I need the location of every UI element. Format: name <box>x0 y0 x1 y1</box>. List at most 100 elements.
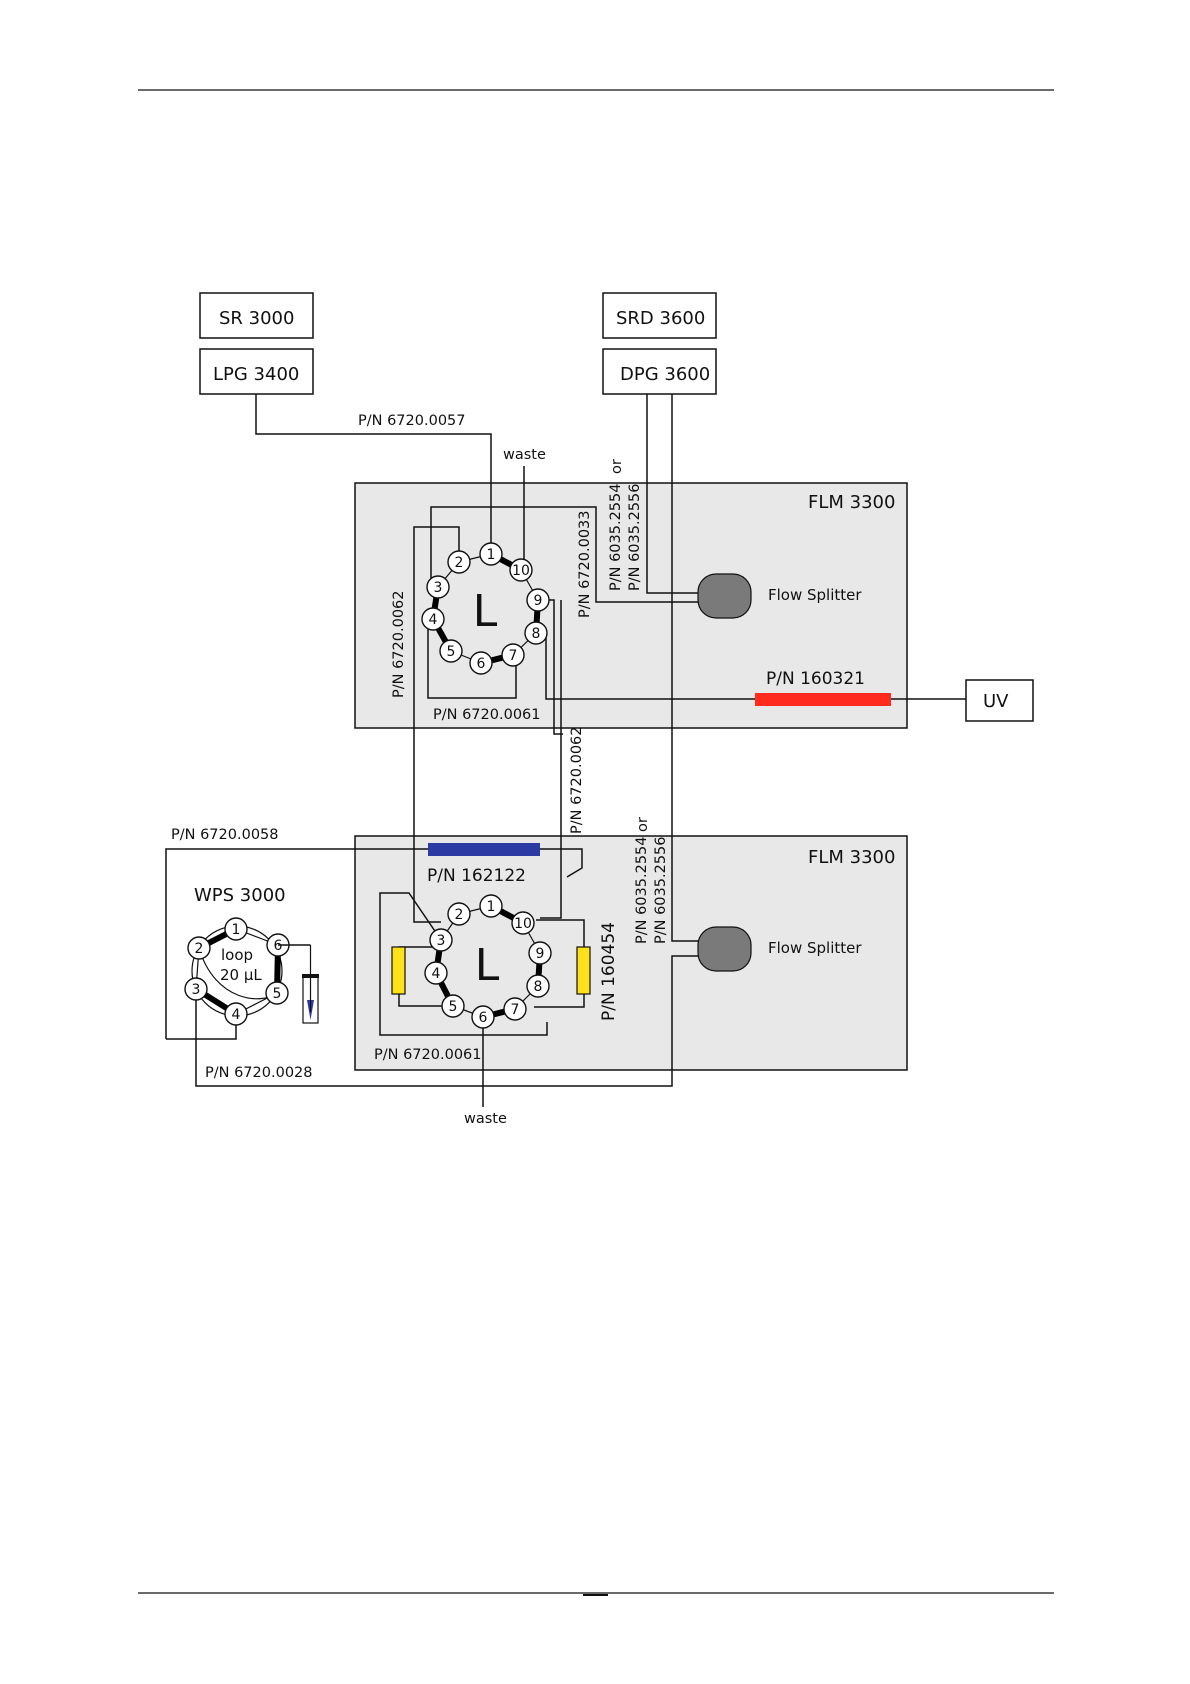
sr-label: SR 3000 <box>219 308 294 329</box>
valve-port: 9 <box>526 588 550 612</box>
uv-box <box>965 679 1034 722</box>
valve-port: 8 <box>526 974 550 998</box>
tube-frame-left <box>379 892 548 1036</box>
svg-text:5: 5 <box>447 644 456 660</box>
valve-bottom: L 123 4 5 6 78 910 <box>424 894 552 1029</box>
tube-dpg-to-splitter-top <box>646 394 698 594</box>
svg-text:6: 6 <box>477 656 486 672</box>
svg-text:9: 9 <box>534 593 543 609</box>
valve-port: 1 <box>479 542 503 566</box>
dpg-box <box>602 348 717 395</box>
valve-port: 5 <box>439 639 463 663</box>
tube-0062-mid <box>540 600 562 919</box>
svg-text:2: 2 <box>195 941 204 957</box>
valve-port: 7 <box>503 997 527 1021</box>
valve-port: 2 <box>187 936 211 960</box>
valve-port: 1 <box>479 894 503 918</box>
label-pn-0057: P/N 6720.0057 <box>358 413 466 429</box>
label-pn-0062-top: P/N 6720.0062 <box>391 591 407 699</box>
uv-label: UV <box>983 691 1009 712</box>
label-pn-0062-mid: P/N 6720.0062 <box>569 727 585 835</box>
valve-port: 3 <box>184 977 208 1001</box>
tube-dpg-to-splitter-bottom <box>671 394 698 942</box>
label-or-top: or <box>609 459 625 474</box>
valve-port: 7 <box>501 643 525 667</box>
valve-port: 10 <box>511 911 535 935</box>
svg-text:10: 10 <box>514 916 532 932</box>
label-pn-0033: P/N 6720.0033 <box>577 511 593 619</box>
valve-port: 5 <box>265 981 289 1005</box>
svg-text:7: 7 <box>509 648 518 664</box>
wps-title: WPS 3000 <box>194 885 286 906</box>
tube-port3-left <box>392 892 442 941</box>
label-pn-0061-bottom: P/N 6720.0061 <box>374 1047 482 1063</box>
tube-0062-top <box>413 526 460 923</box>
label-pn-0028: P/N 6720.0028 <box>205 1065 313 1081</box>
heater-160321 <box>755 693 891 706</box>
label-pn-160321: P/N 160321 <box>766 669 865 689</box>
label-pn-2556-top: P/N 6035.2556 <box>627 484 643 592</box>
svg-text:6: 6 <box>479 1010 488 1026</box>
flow-splitter-top-label: Flow Splitter <box>768 586 862 604</box>
label-pn-0058: P/N 6720.0058 <box>171 827 279 843</box>
svg-text:10: 10 <box>512 563 530 579</box>
tube-lpg-to-valve <box>255 394 492 550</box>
loop-volume: 20 µL <box>220 966 262 984</box>
sr-box <box>199 292 314 339</box>
label-or-bottom: or <box>635 817 651 832</box>
svg-text:3: 3 <box>437 933 446 949</box>
flm-bottom-panel <box>354 835 908 1071</box>
valve-port: 10 <box>509 558 533 582</box>
tube-0058 <box>165 848 583 1039</box>
tube-0028 <box>195 955 698 1087</box>
svg-text:5: 5 <box>273 986 282 1002</box>
valve-port: 8 <box>524 621 548 645</box>
svg-text:1: 1 <box>487 547 496 563</box>
valve-port: 6 <box>471 1005 495 1029</box>
svg-text:4: 4 <box>432 966 441 982</box>
label-pn-2554-bottom: P/N 6035.2554 <box>634 837 650 945</box>
svg-text:6: 6 <box>274 938 283 954</box>
valve-port: 4 <box>424 961 448 985</box>
label-waste-top: waste <box>503 447 546 463</box>
valve-port: 2 <box>447 550 471 574</box>
valve-port: 9 <box>528 941 552 965</box>
svg-text:5: 5 <box>449 999 458 1015</box>
valve-position-letter: L <box>473 586 498 637</box>
valve-port: 4 <box>224 1002 248 1026</box>
column-left <box>391 946 406 995</box>
label-pn-2556-bottom: P/N 6035.2556 <box>653 837 669 945</box>
label-pn-162122: P/N 162122 <box>427 866 526 886</box>
sample-vial <box>278 944 319 1024</box>
valve-port: 2 <box>447 902 471 926</box>
dpg-label: DPG 3600 <box>620 364 710 385</box>
valve-port: 5 <box>441 994 465 1018</box>
valve-position-letter: L <box>475 940 500 991</box>
svg-text:8: 8 <box>534 979 543 995</box>
label-pn-0061-top: P/N 6720.0061 <box>433 707 541 723</box>
svg-text:4: 4 <box>232 1007 241 1023</box>
svg-text:8: 8 <box>532 626 541 642</box>
flm-top-title: FLM 3300 <box>808 492 895 513</box>
svg-text:9: 9 <box>536 946 545 962</box>
valve-port: 3 <box>429 928 453 952</box>
lpg-label: LPG 3400 <box>213 364 299 385</box>
flow-splitter-bottom <box>697 926 752 972</box>
svg-text:7: 7 <box>511 1002 520 1018</box>
heater-162122 <box>428 843 540 856</box>
valve-port: 6 <box>469 651 493 675</box>
tube-splitter-to-port9-top <box>430 506 698 603</box>
label-waste-bottom: waste <box>464 1111 507 1127</box>
valve-port: 4 <box>421 607 445 631</box>
column-right <box>576 946 591 995</box>
valve-port: 1 <box>224 917 248 941</box>
flm-bottom-title: FLM 3300 <box>808 847 895 868</box>
srd-box <box>602 292 717 339</box>
svg-text:3: 3 <box>434 580 443 596</box>
valve-port: 3 <box>426 575 450 599</box>
svg-text:1: 1 <box>487 899 496 915</box>
valve-top: L 123 45 6 78 910 <box>421 542 550 675</box>
svg-text:3: 3 <box>192 982 201 998</box>
